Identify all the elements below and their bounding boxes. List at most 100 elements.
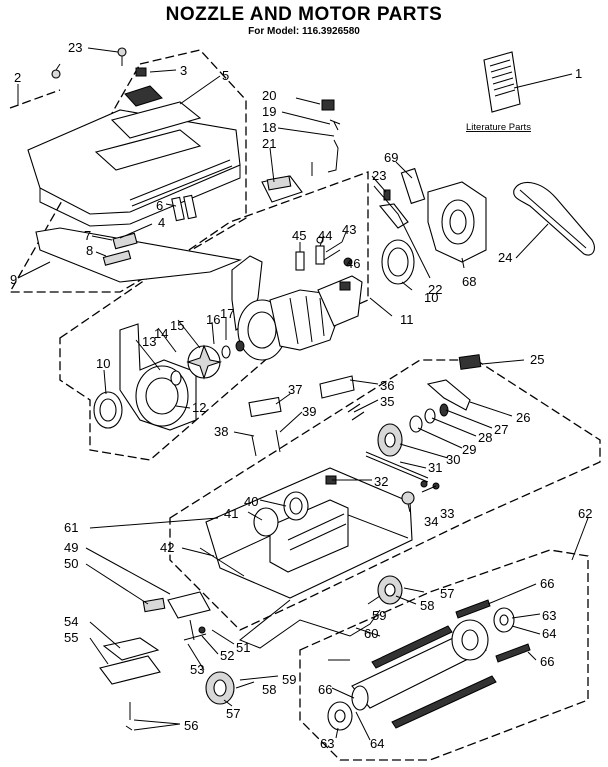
callout-34: 34 — [424, 514, 438, 529]
pedal-parts — [142, 591, 211, 641]
callout-28: 28 — [478, 430, 492, 445]
callout-10-left: 10 — [96, 356, 110, 371]
callout-16: 16 — [206, 312, 220, 327]
callout-labels: 1 2 3 4 5 6 7 8 9 10 10 11 12 13 14 15 1… — [10, 40, 592, 751]
leader-lines — [17, 47, 589, 741]
group-61-boundary — [169, 359, 601, 631]
fan-seal-ring — [93, 391, 123, 429]
brush-roll-end-caps — [327, 607, 515, 731]
callout-43: 43 — [342, 222, 356, 237]
base-pan — [205, 467, 413, 599]
hood-fasteners — [51, 47, 147, 79]
callout-62: 62 — [578, 506, 592, 521]
power-cord — [239, 599, 381, 649]
callout-19: 19 — [262, 104, 276, 119]
callout-59-upper: 59 — [372, 608, 386, 623]
callout-55: 55 — [64, 630, 78, 645]
callout-44: 44 — [318, 228, 332, 243]
callout-51: 51 — [236, 640, 250, 655]
brush-roll-assembly — [351, 619, 497, 729]
callout-7: 7 — [84, 228, 91, 243]
headlight-parts — [261, 99, 341, 203]
callout-37: 37 — [288, 382, 302, 397]
callout-60: 60 — [364, 626, 378, 641]
callout-31: 31 — [428, 460, 442, 475]
callout-33: 33 — [440, 506, 454, 521]
callout-27: 27 — [494, 422, 508, 437]
callout-58-upper: 58 — [420, 598, 434, 613]
nozzle-hood — [27, 85, 241, 227]
page-title: NOZZLE AND MOTOR PARTS — [165, 4, 443, 25]
callout-35: 35 — [380, 394, 394, 409]
callout-23-hood: 23 — [68, 40, 82, 55]
belt-cover — [427, 181, 487, 263]
callout-45: 45 — [292, 228, 306, 243]
callout-53: 53 — [190, 662, 204, 677]
hood-latch-parts — [102, 194, 197, 266]
callout-64-lower: 64 — [370, 736, 384, 751]
callout-63-upper: 63 — [542, 608, 556, 623]
motor-assembly — [231, 255, 363, 361]
callout-57-lower: 57 — [226, 706, 240, 721]
callout-63-lower: 63 — [320, 736, 334, 751]
callout-46: 46 — [346, 256, 360, 271]
callout-41: 41 — [224, 506, 238, 521]
callout-12: 12 — [192, 400, 206, 415]
callout-1: 1 — [575, 66, 582, 81]
literature-booklet — [483, 51, 521, 113]
callout-66-right: 66 — [540, 654, 554, 669]
literature-parts-label: Literature Parts — [466, 122, 531, 133]
callout-58-lower: 58 — [262, 682, 276, 697]
callout-66-lower: 66 — [318, 682, 332, 697]
callout-11: 11 — [400, 312, 414, 327]
model-number: For Model: 116.3926580 — [248, 26, 360, 37]
callout-6: 6 — [156, 198, 163, 213]
callout-26: 26 — [516, 410, 530, 425]
callout-66-upper: 66 — [540, 576, 554, 591]
front-wheel — [205, 671, 235, 705]
callout-39: 39 — [302, 404, 316, 419]
callout-36: 36 — [380, 378, 394, 393]
callout-20: 20 — [262, 88, 276, 103]
pulley-guard — [378, 167, 426, 229]
callout-17: 17 — [220, 306, 234, 321]
callout-32: 32 — [374, 474, 388, 489]
wheel-washers — [409, 403, 449, 433]
callout-49: 49 — [64, 540, 78, 555]
bumper-strip — [35, 227, 242, 283]
agitator-wheel — [377, 575, 403, 605]
callout-29: 29 — [462, 442, 476, 457]
callout-21: 21 — [262, 136, 276, 151]
callout-56: 56 — [184, 718, 198, 733]
callout-5: 5 — [222, 68, 229, 83]
callout-14: 14 — [154, 326, 168, 341]
callout-40: 40 — [244, 494, 258, 509]
callout-3: 3 — [180, 63, 187, 78]
callout-18: 18 — [262, 120, 276, 135]
callout-23-belt: 23 — [372, 168, 386, 183]
callout-22: 22 — [428, 282, 442, 297]
callout-30: 30 — [446, 452, 460, 467]
callout-57-upper: 57 — [440, 586, 454, 601]
callout-42: 42 — [160, 540, 174, 555]
drive-belt — [513, 181, 595, 256]
brush-strips — [455, 599, 531, 663]
callout-10-top: 10 — [424, 290, 438, 305]
callout-9: 9 — [10, 272, 17, 287]
group-62-boundary — [299, 549, 589, 761]
rear-axle — [365, 451, 429, 483]
callout-69: 69 — [384, 150, 398, 165]
base-pan-clips — [248, 375, 365, 485]
callout-59-lower: 59 — [282, 672, 296, 687]
axle-fasteners — [401, 480, 440, 505]
callout-38: 38 — [214, 424, 228, 439]
callout-13: 13 — [142, 334, 156, 349]
callout-4: 4 — [158, 215, 165, 230]
belt-cover-seal — [381, 239, 415, 285]
callout-54: 54 — [64, 614, 78, 629]
callout-25: 25 — [530, 352, 544, 367]
bottom-plate — [99, 637, 161, 731]
callout-2: 2 — [14, 70, 21, 85]
callout-24: 24 — [498, 250, 512, 265]
